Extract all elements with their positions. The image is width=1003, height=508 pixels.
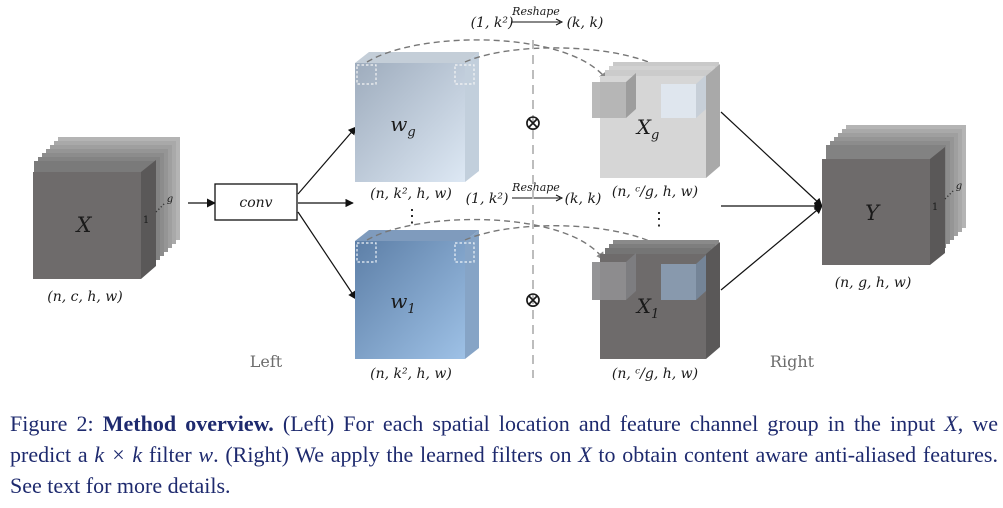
caption-symbol-w: w	[198, 442, 214, 467]
x1-symbol: X1	[635, 294, 660, 322]
input-depth-start: 1	[143, 215, 149, 226]
output-right-face	[930, 147, 945, 265]
arrow-conv-to-w1	[297, 211, 357, 300]
x1-dims: (n, ᶜ/g, h, w)	[612, 366, 698, 382]
input-depth-dots	[155, 202, 166, 213]
output-depth-end: g	[956, 181, 962, 192]
left-label: Left	[250, 352, 283, 371]
x1-patch-left	[592, 262, 626, 300]
filter-wg: wg (n, k², h, w)	[355, 52, 479, 202]
caption-symbol-x-2: X	[578, 442, 592, 467]
xg-symbol: Xg	[635, 115, 660, 143]
w1-symbol: w1	[390, 289, 415, 317]
output-depth-dots	[944, 189, 955, 200]
multiply-operator-bottom: ⊗	[524, 288, 542, 313]
xg-dims: (n, ᶜ/g, h, w)	[612, 184, 698, 200]
arrow-xg-to-y	[720, 111, 823, 207]
arrow-conv-to-wg	[297, 126, 357, 195]
arrow-x1-to-y	[720, 205, 823, 291]
caption-symbol-x: X	[944, 411, 958, 436]
right-label: Right	[770, 352, 815, 371]
output-front-face	[822, 159, 930, 265]
figure-caption: Figure 2: Method overview. (Left) For ea…	[10, 408, 998, 501]
conv-box: conv	[214, 183, 298, 221]
output-dims: (n, g, h, w)	[835, 275, 912, 291]
groups-ellipsis: ⋮	[650, 209, 668, 230]
input-depth-end: g	[167, 194, 173, 205]
conv-label: conv	[239, 195, 272, 211]
w1-dims: (n, k², h, w)	[370, 366, 452, 382]
svg-text:(k, k): (k, k)	[565, 191, 602, 207]
wg-symbol: wg	[390, 112, 415, 140]
caption-kxk: k × k	[94, 442, 143, 467]
input-front-face	[33, 172, 141, 279]
reshape-top: (1, k²) Reshape (k, k)	[471, 5, 604, 31]
svg-text:(k, k): (k, k)	[567, 15, 604, 31]
x1-patch-right	[661, 264, 696, 300]
wg-dims: (n, k², h, w)	[370, 186, 452, 202]
svg-text:Reshape: Reshape	[511, 5, 560, 18]
xg-patch-right	[661, 84, 696, 118]
input-tensor: X 1 g (n, c, h, w)	[33, 137, 180, 305]
w1-patch-left	[356, 242, 377, 263]
input-symbol: X	[75, 213, 93, 237]
caption-text-1: (Left) For each spatial location and fea…	[273, 411, 945, 436]
filters-ellipsis: ⋮	[403, 206, 421, 227]
w1-patch-right	[454, 242, 475, 263]
reshape-mid: (1, k²) Reshape (k, k)	[466, 181, 602, 207]
svg-text:Reshape: Reshape	[511, 181, 560, 194]
wg-patch-left	[356, 64, 377, 85]
method-overview-diagram: X 1 g (n, c, h, w) conv wg (n, k², h, w)…	[33, 5, 966, 382]
caption-text-2: , we predict a	[10, 411, 999, 467]
caption-text-3: filter	[142, 442, 199, 467]
caption-text-5: to obtain content aware anti-aliased fea…	[10, 442, 998, 498]
output-symbol: Y	[865, 201, 881, 225]
feature-group-xg: Xg (n, ᶜ/g, h, w)	[592, 62, 720, 200]
xg-patch-left	[592, 82, 626, 118]
input-right-face	[141, 160, 156, 279]
arc-bottom-1	[366, 218, 605, 261]
caption-title: Method overview.	[102, 411, 274, 436]
multiply-operator-top: ⊗	[524, 111, 542, 136]
feature-group-x1: X1 (n, ᶜ/g, h, w)	[592, 240, 720, 382]
output-depth-start: 1	[932, 202, 938, 213]
svg-text:(1, k²): (1, k²)	[466, 191, 509, 207]
output-tensor: Y 1 g (n, g, h, w)	[822, 125, 966, 291]
input-dims: (n, c, h, w)	[47, 289, 122, 305]
caption-prefix: Figure 2:	[10, 411, 103, 436]
svg-text:(1, k²): (1, k²)	[471, 15, 514, 31]
filter-w1: w1 (n, k², h, w)	[355, 230, 479, 382]
caption-text-4: . (Right) We apply the learned filters o…	[213, 442, 579, 467]
wg-patch-right	[454, 64, 475, 85]
